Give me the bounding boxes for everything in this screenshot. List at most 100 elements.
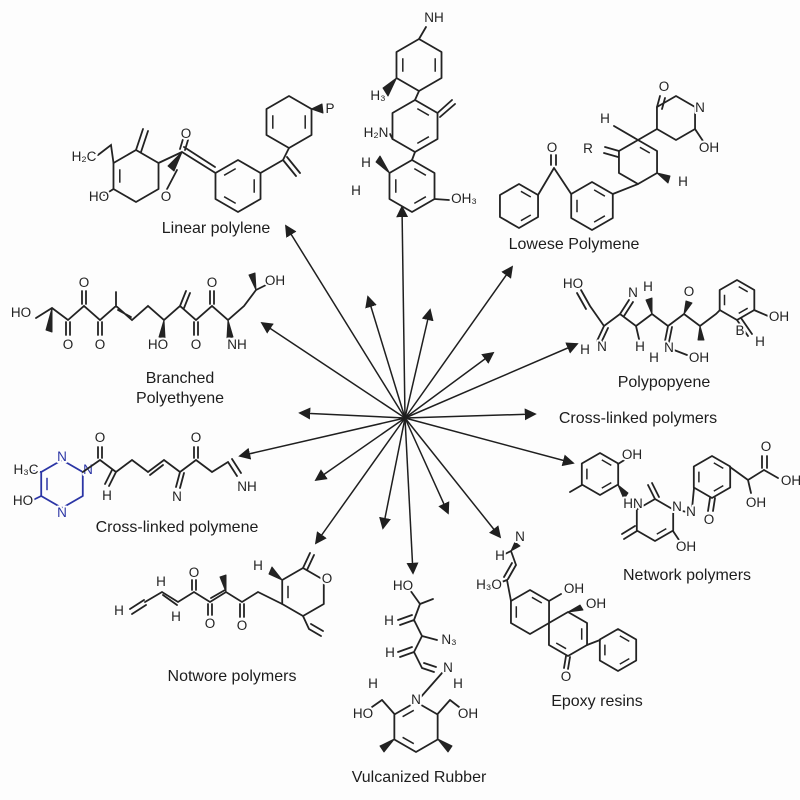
double-bond-inner-lines [723, 285, 749, 315]
structure-epoxy-resins: N H H₃O OH OH O Epoxy resins [474, 527, 643, 710]
radial-arrow [404, 408, 537, 421]
atom-label: N [172, 489, 182, 504]
atom-label: H [649, 350, 659, 365]
atom-label: H₂C [72, 149, 97, 164]
atom-label: N [443, 660, 453, 675]
triazine-ring-blue: N N N [32, 447, 95, 522]
double-bond-inner-lines [576, 189, 606, 223]
label-epoxy-resins: Epoxy resins [551, 693, 643, 710]
atom-label: N [664, 340, 674, 355]
label-network-polymers: Network polymers [623, 567, 751, 584]
wedge-bonds [617, 484, 629, 500]
atom-label: OH [564, 581, 584, 596]
atom-label: H [678, 174, 688, 189]
atom-label: B [735, 323, 744, 338]
atom-label: H [385, 645, 395, 660]
radial-arrow [404, 351, 495, 419]
atom-label: HO [563, 276, 583, 291]
ring [635, 498, 675, 542]
label-notwore-polymers: Notwore polymers [168, 668, 297, 685]
atom-label: H [453, 676, 463, 691]
atom-label: O [191, 337, 202, 352]
radial-arrow [379, 417, 406, 530]
atom-label: O [547, 140, 558, 155]
atom-label: OH₃ [451, 191, 477, 206]
atom-label: HO [353, 706, 373, 721]
atom-label: H [580, 342, 590, 357]
structure-polypopyene: HO N H O OH B H H N H H N OH Polypopyene… [559, 274, 791, 427]
atom-label: N [515, 529, 525, 544]
atom-label: O [761, 439, 772, 454]
atom-label: NH [227, 337, 247, 352]
atom-label: O [322, 571, 333, 586]
wedge-bonds [379, 738, 453, 753]
double-bond-inner-lines [639, 146, 651, 154]
wedge-bonds [375, 77, 397, 174]
structure-lowese-polymene: O H N OH R H O Lowese Polymene [499, 77, 721, 253]
atom-label: O [704, 512, 715, 527]
atom-label: O [95, 430, 106, 445]
label-polyethyene: Polyethyene [136, 390, 224, 407]
atom-label: OH [746, 495, 766, 510]
bonds [81, 446, 242, 489]
atom-label: P [325, 101, 334, 116]
radial-arrow [285, 224, 406, 419]
radial-arrow [404, 342, 579, 419]
label-linear-polylene: Linear polylene [162, 220, 271, 237]
naphthalene-ring [548, 611, 588, 657]
radial-arrow [260, 322, 406, 419]
radial-arrow [404, 417, 575, 467]
label-cross-linked-polymene: Cross-linked polymene [96, 519, 259, 536]
atom-label: N [411, 692, 421, 707]
label-vulcanized-rubber: Vulcanized Rubber [352, 769, 487, 786]
ring [499, 183, 539, 229]
structure-vulcanized-rubber: HO H N₃ H N N H H HO OH Vulcanized Rubbe… [351, 576, 487, 786]
radial-arrow [404, 417, 419, 575]
wedge-bonds [219, 566, 283, 593]
wedge-bonds [167, 103, 324, 172]
atom-label: H [755, 334, 765, 349]
bonds [97, 128, 301, 196]
atom-label: N [686, 504, 696, 519]
double-bond-inner-lines [395, 167, 427, 205]
atom-label: NH [237, 479, 257, 494]
radial-arrow [238, 417, 406, 460]
double-bond-inner-lines [656, 527, 667, 535]
ring [391, 99, 439, 153]
atom-label: O [205, 616, 216, 631]
atom-label: H [114, 603, 124, 618]
bonds [537, 95, 704, 196]
atom-label: O [79, 275, 90, 290]
atom-label: N [57, 505, 67, 520]
structure-cross-linked-polymene: N N N H₃C HO O H N O NH Cross-linked pol… [11, 428, 259, 536]
atom-label: OH [676, 539, 696, 554]
double-bond-inner-lines [586, 459, 612, 489]
atom-label: OH [265, 273, 285, 288]
atom-label: HO [11, 305, 31, 320]
atom-label: O [95, 337, 106, 352]
structure-top-center-amine: NH H₃ H₂N H H OH₃ [349, 8, 479, 213]
atom-label: O [659, 79, 670, 94]
double-bond-inner-lines [604, 635, 630, 665]
label-branched: Branched [146, 370, 215, 387]
atom-label: N [695, 100, 705, 115]
atom-label: O [189, 565, 200, 580]
atom-label: H [635, 339, 645, 354]
atom-label: O [237, 618, 248, 633]
atom-label: H [643, 279, 653, 294]
radial-arrow [404, 265, 514, 419]
atom-label: H [495, 548, 505, 563]
wedge-bonds [45, 272, 257, 339]
wedge-bonds [510, 541, 584, 613]
double-bond-inner-lines [272, 115, 306, 129]
benzene-ring [393, 701, 439, 753]
radial-arrow [314, 417, 406, 545]
atom-label: H [156, 574, 166, 589]
double-bond-inner-lines [555, 628, 583, 650]
radial-arrow [396, 205, 409, 419]
atom-label: OH [781, 473, 800, 488]
atom-label: HO [13, 493, 33, 508]
atom-label: OH [622, 447, 642, 462]
